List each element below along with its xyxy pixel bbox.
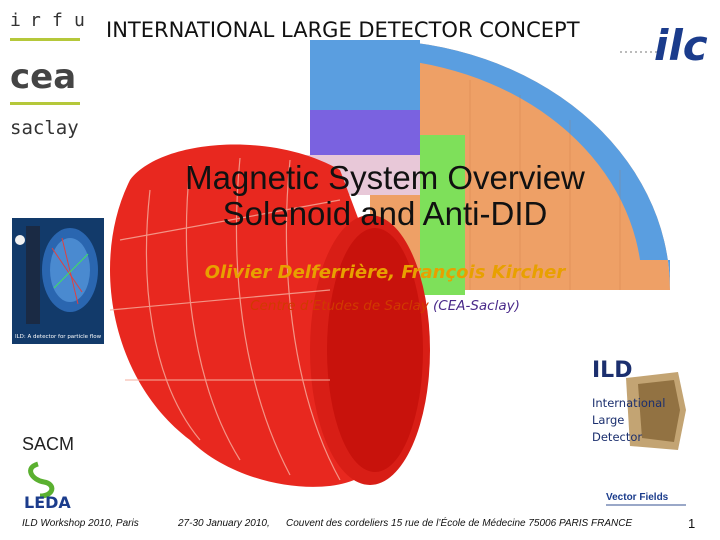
irfu-letter-f: f xyxy=(52,10,63,31)
footer-workshop: ILD Workshop 2010, Paris xyxy=(22,518,139,529)
ilc-logo-text: ilc xyxy=(654,21,708,70)
ild-badge-line2: Large xyxy=(592,413,625,427)
irfu-cea-saclay-logo: i r f u cea saclay xyxy=(10,10,85,139)
affiliation-institute: (CEA-Saclay) xyxy=(433,298,520,314)
endcap-green xyxy=(420,135,465,295)
main-title-line2: Solenoid and Anti-DID xyxy=(222,195,548,232)
saclay-logo-text: saclay xyxy=(10,117,79,139)
main-title-line1: Magnetic System Overview xyxy=(185,159,585,196)
authors: Olivier Delferrière, François Kircher xyxy=(204,262,566,283)
page-number: 1 xyxy=(688,516,696,531)
ilc-logo: ilc xyxy=(620,21,708,70)
cea-logo-text: cea xyxy=(10,57,76,97)
solenoid-bore-inner xyxy=(327,228,423,472)
vector-fields-text: Vector Fields xyxy=(606,492,669,503)
irfu-letter-i: i xyxy=(10,10,21,31)
detector-3d-model xyxy=(109,40,670,487)
affiliation: Centre d’Etudes de Saclay (CEA-Saclay) xyxy=(120,298,650,314)
irfu-letter-r: r xyxy=(30,10,41,31)
header-title: INTERNATIONAL LARGE DETECTOR CONCEPT xyxy=(106,18,580,42)
ild-badge-line3: Detector xyxy=(592,430,643,444)
yoke-outer-blue xyxy=(320,40,670,290)
footer-dates: 27-30 January 2010, xyxy=(178,518,270,529)
ild-badge: ILD International Large Detector xyxy=(586,350,688,462)
endcap-violet xyxy=(310,110,420,155)
ild-thumbnail-caption: ILD: A detector for particle flow xyxy=(15,334,102,340)
leda-logo-text: LEDA xyxy=(24,493,71,510)
irfu-letter-u: u xyxy=(74,10,85,31)
affiliation-center: Centre d’Etudes de Saclay xyxy=(250,298,429,314)
ild-badge-title: ILD xyxy=(592,358,633,383)
main-title: Magnetic System Overview Solenoid and An… xyxy=(120,160,650,232)
vector-fields-logo: Vector Fields xyxy=(606,492,686,506)
footer-venue: Couvent des cordeliers 15 rue de l’École… xyxy=(286,518,633,529)
yoke-top-blue xyxy=(310,40,420,110)
ild-badge-line1: International xyxy=(592,396,666,410)
leda-logo: LEDA xyxy=(24,461,71,510)
ild-thumbnail-image: ILD: A detector for particle flow xyxy=(12,218,104,344)
sacm-label: SACM xyxy=(22,434,75,454)
